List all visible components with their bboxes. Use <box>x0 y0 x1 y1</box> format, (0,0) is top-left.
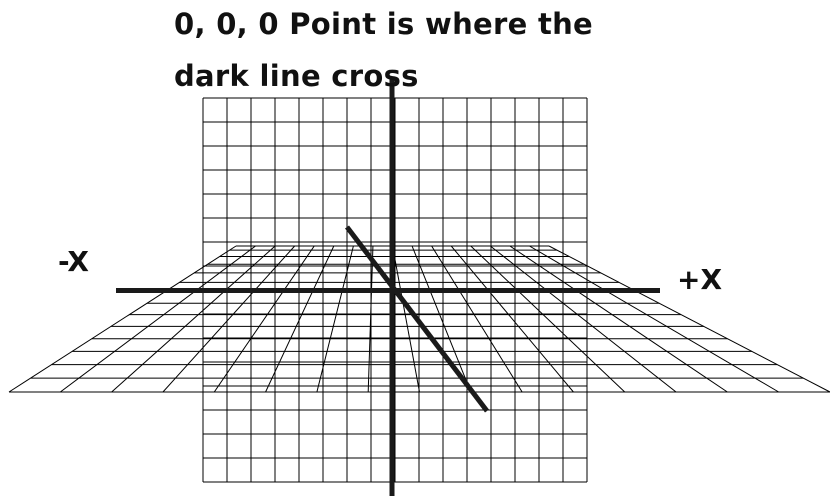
z-axis-line <box>345 225 489 413</box>
floor-grid-depth-line <box>548 245 830 393</box>
floor-grid-depth-line <box>111 245 276 393</box>
floor-grid-depth-line <box>367 245 374 393</box>
axes <box>116 79 660 496</box>
floor-grid-depth-line <box>213 245 315 393</box>
floor-grid-depth-line <box>316 245 354 393</box>
floor-grid-depth-line <box>162 245 296 393</box>
floor-grid-depth-line <box>411 245 472 393</box>
floor-grid-depth-line <box>509 245 728 393</box>
floor-grid-depth-line <box>60 245 256 393</box>
floor-grid-depth-line <box>392 245 420 393</box>
floor-grid-depth-line <box>529 245 779 393</box>
floor-grid-depth-line <box>8 245 237 393</box>
floor-grid-depth-line <box>450 245 574 393</box>
caption-line-2: dark line cross <box>174 59 419 93</box>
floor-grid-depth-line <box>470 245 626 393</box>
floor-grid-depth-line <box>490 245 677 393</box>
positive-x-label: +X <box>677 263 723 296</box>
caption-line-1: 0, 0, 0 Point is where the <box>174 7 594 41</box>
floor-grid-depth-line <box>431 245 523 393</box>
floor-grid-depth-line <box>265 245 335 393</box>
floor-plane-grid <box>8 245 830 393</box>
negative-x-label: -X <box>58 245 89 278</box>
